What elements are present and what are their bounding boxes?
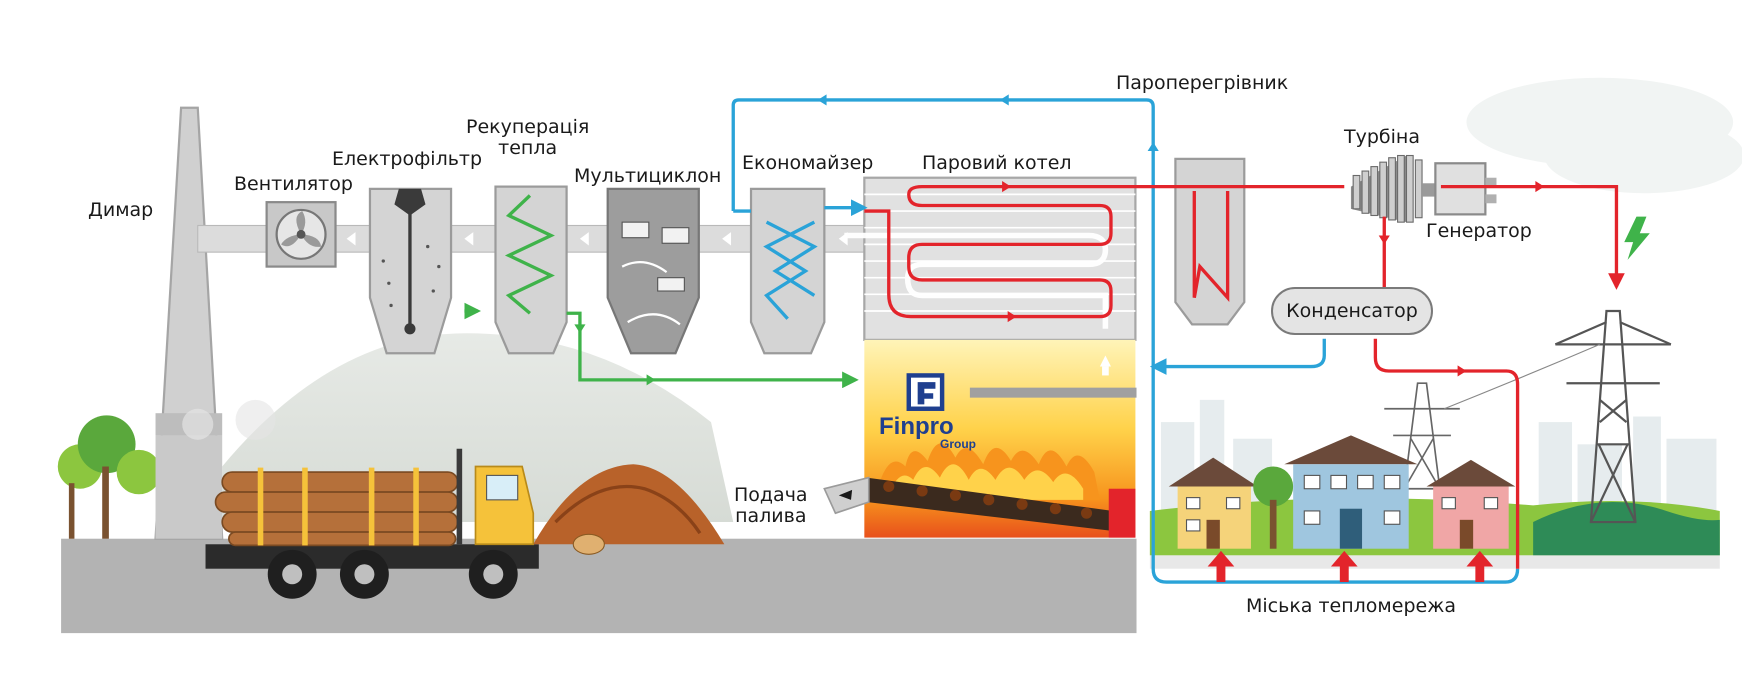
turbine: [1350, 154, 1440, 223]
air-flow-arrow: [574, 324, 586, 334]
label-fuel-feed: Подача палива: [734, 484, 808, 527]
label-chimney: Димар: [88, 199, 154, 221]
electrofilter: [368, 187, 453, 355]
label-turbine: Турбіна: [1344, 126, 1420, 148]
electricity-icon: [1624, 216, 1650, 260]
label-electrofilter: Електрофільтр: [332, 148, 483, 170]
power-pylon-large: [1554, 309, 1672, 524]
power-output-line: [1440, 184, 1625, 290]
house-pink: [1426, 459, 1516, 549]
boiler-baffle: [969, 387, 1137, 398]
grass-dark: [1533, 502, 1720, 556]
chimney: [154, 106, 276, 540]
label-district-heating: Міська тепломережа: [1246, 595, 1456, 617]
condenser-return-line: [1149, 338, 1326, 375]
finpro-logo: [906, 373, 945, 411]
heat-recovery-unit: [494, 185, 568, 355]
house-blue: [1284, 435, 1418, 549]
air-flow-arrow: [646, 374, 656, 386]
steam-line: [864, 184, 1345, 319]
wood-chip-pile: [533, 464, 725, 555]
tree-between-houses: [1253, 466, 1294, 549]
label-steam-boiler: Паровий котел: [922, 152, 1072, 174]
label-economizer: Економайзер: [742, 152, 874, 174]
furnace-fire: [866, 443, 1136, 538]
label-heat-recovery: Рекуперація тепла: [466, 116, 590, 159]
generator: [1434, 162, 1497, 216]
steam-flow-arrows: [1002, 181, 1545, 377]
left-trees: [57, 415, 162, 539]
water-flow-arrows: [817, 94, 1159, 152]
fan: [265, 201, 337, 268]
logo-sub-text: Group: [940, 437, 976, 451]
label-generator: Генератор: [1426, 220, 1532, 242]
label-superheater: Пароперегрівник: [1116, 72, 1289, 94]
superheater: [1174, 157, 1246, 326]
label-fan: Вентилятор: [234, 173, 353, 195]
label-condenser: Конденсатор: [1286, 300, 1418, 322]
label-multicyclone: Мультициклон: [574, 165, 722, 187]
economizer: [749, 187, 826, 355]
logging-truck: [205, 448, 539, 599]
logo-brand-text: Finpro: [879, 413, 954, 440]
street: [1149, 555, 1720, 569]
condenser: Конденсатор: [1271, 287, 1433, 335]
preheated-air-line: [566, 311, 859, 389]
water-return-line: [731, 98, 1520, 584]
power-wire: [1444, 343, 1601, 410]
heat-delivery-arrows: [1207, 550, 1494, 583]
multicyclone: [606, 187, 700, 355]
cloud: [1544, 117, 1742, 194]
fuel-feed-chute: [823, 476, 870, 515]
house-yellow: [1168, 457, 1258, 549]
district-heating-supply: [1373, 338, 1520, 569]
